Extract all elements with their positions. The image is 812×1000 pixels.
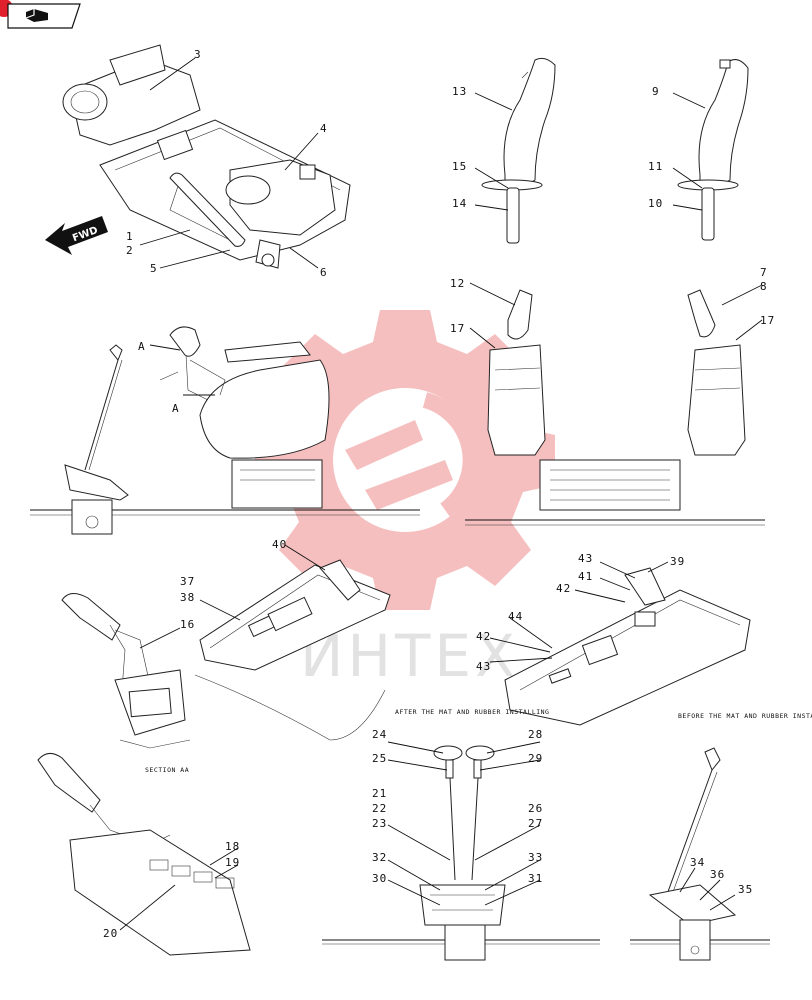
- callout-2: 2: [126, 244, 134, 257]
- seat-side-view: [30, 326, 420, 535]
- callout-8: 8: [760, 280, 768, 293]
- callout-labels: 3 4 1 2 5 6 13 15 14 9 11 10 12 17 7 8 1…: [103, 48, 812, 940]
- console-18-view: [37, 753, 251, 956]
- caption-after-mat: AFTER THE MAT AND RUBBER INSTALLING: [395, 708, 549, 716]
- callout-3: 3: [194, 48, 202, 61]
- caption-before-mat: BEFORE THE MAT AND RUBBER INSTALLING: [678, 712, 812, 720]
- callout-20: 20: [103, 927, 118, 940]
- callout-14: 14: [452, 197, 467, 210]
- callout-24: 24: [372, 728, 387, 741]
- watermark-logo: ИНТЕХ: [255, 310, 555, 690]
- page-turn-icon[interactable]: [25, 9, 48, 22]
- callout-11: 11: [648, 160, 663, 173]
- callout-29: 29: [528, 752, 543, 765]
- callout-42-top: 42: [556, 582, 571, 595]
- caption-section-aa: SECTION AA: [145, 766, 189, 774]
- callout-12: 12: [450, 277, 465, 290]
- pedal-lever-view: [630, 747, 770, 961]
- callout-27: 27: [528, 817, 543, 830]
- callout-43-bottom: 43: [476, 660, 491, 673]
- callout-44: 44: [508, 610, 523, 623]
- callout-6: 6: [320, 266, 328, 279]
- platform-39-view: [489, 561, 751, 726]
- callout-5: 5: [150, 262, 158, 275]
- callout-22: 22: [372, 802, 387, 815]
- section-mark-a-upper: A: [138, 340, 146, 353]
- joystick-section-view: [61, 593, 191, 749]
- callout-18: 18: [225, 840, 240, 853]
- callout-17-right: 17: [760, 314, 775, 327]
- callout-36: 36: [710, 868, 725, 881]
- callout-37: 37: [180, 575, 195, 588]
- callout-35: 35: [738, 883, 753, 896]
- callout-15: 15: [452, 160, 467, 173]
- callout-4: 4: [320, 122, 328, 135]
- callout-32: 32: [372, 851, 387, 864]
- callout-30: 30: [372, 872, 387, 885]
- callout-42-bottom: 42: [476, 630, 491, 643]
- callout-38: 38: [180, 591, 195, 604]
- frame-assembly-view: FWD: [45, 44, 351, 269]
- handle-13-view: [474, 57, 556, 244]
- callout-17-left: 17: [450, 322, 465, 335]
- callout-23: 23: [372, 817, 387, 830]
- console-rear-view: [465, 282, 765, 526]
- watermark-text: ИНТЕХ: [300, 622, 519, 690]
- callout-25: 25: [372, 752, 387, 765]
- callout-9: 9: [652, 85, 660, 98]
- callout-21: 21: [372, 787, 387, 800]
- callout-39: 39: [670, 555, 685, 568]
- callout-1: 1: [126, 230, 134, 243]
- fwd-arrow-icon: FWD: [45, 216, 108, 255]
- callout-26: 26: [528, 802, 543, 815]
- callout-31: 31: [528, 872, 543, 885]
- callout-10: 10: [648, 197, 663, 210]
- nav-badge[interactable]: [0, 0, 82, 30]
- callout-34: 34: [690, 856, 705, 869]
- callout-33: 33: [528, 851, 543, 864]
- callout-13: 13: [452, 85, 467, 98]
- callout-28: 28: [528, 728, 543, 741]
- callout-7: 7: [760, 266, 768, 279]
- callout-40: 40: [272, 538, 287, 551]
- handle-9-view: [672, 59, 749, 241]
- callout-19: 19: [225, 856, 240, 869]
- platform-40-view: [194, 544, 391, 741]
- callout-41: 41: [578, 570, 593, 583]
- callout-16: 16: [180, 618, 195, 631]
- dual-lever-view: [322, 741, 600, 961]
- callout-43-top: 43: [578, 552, 593, 565]
- section-mark-a-lower: A: [172, 402, 180, 415]
